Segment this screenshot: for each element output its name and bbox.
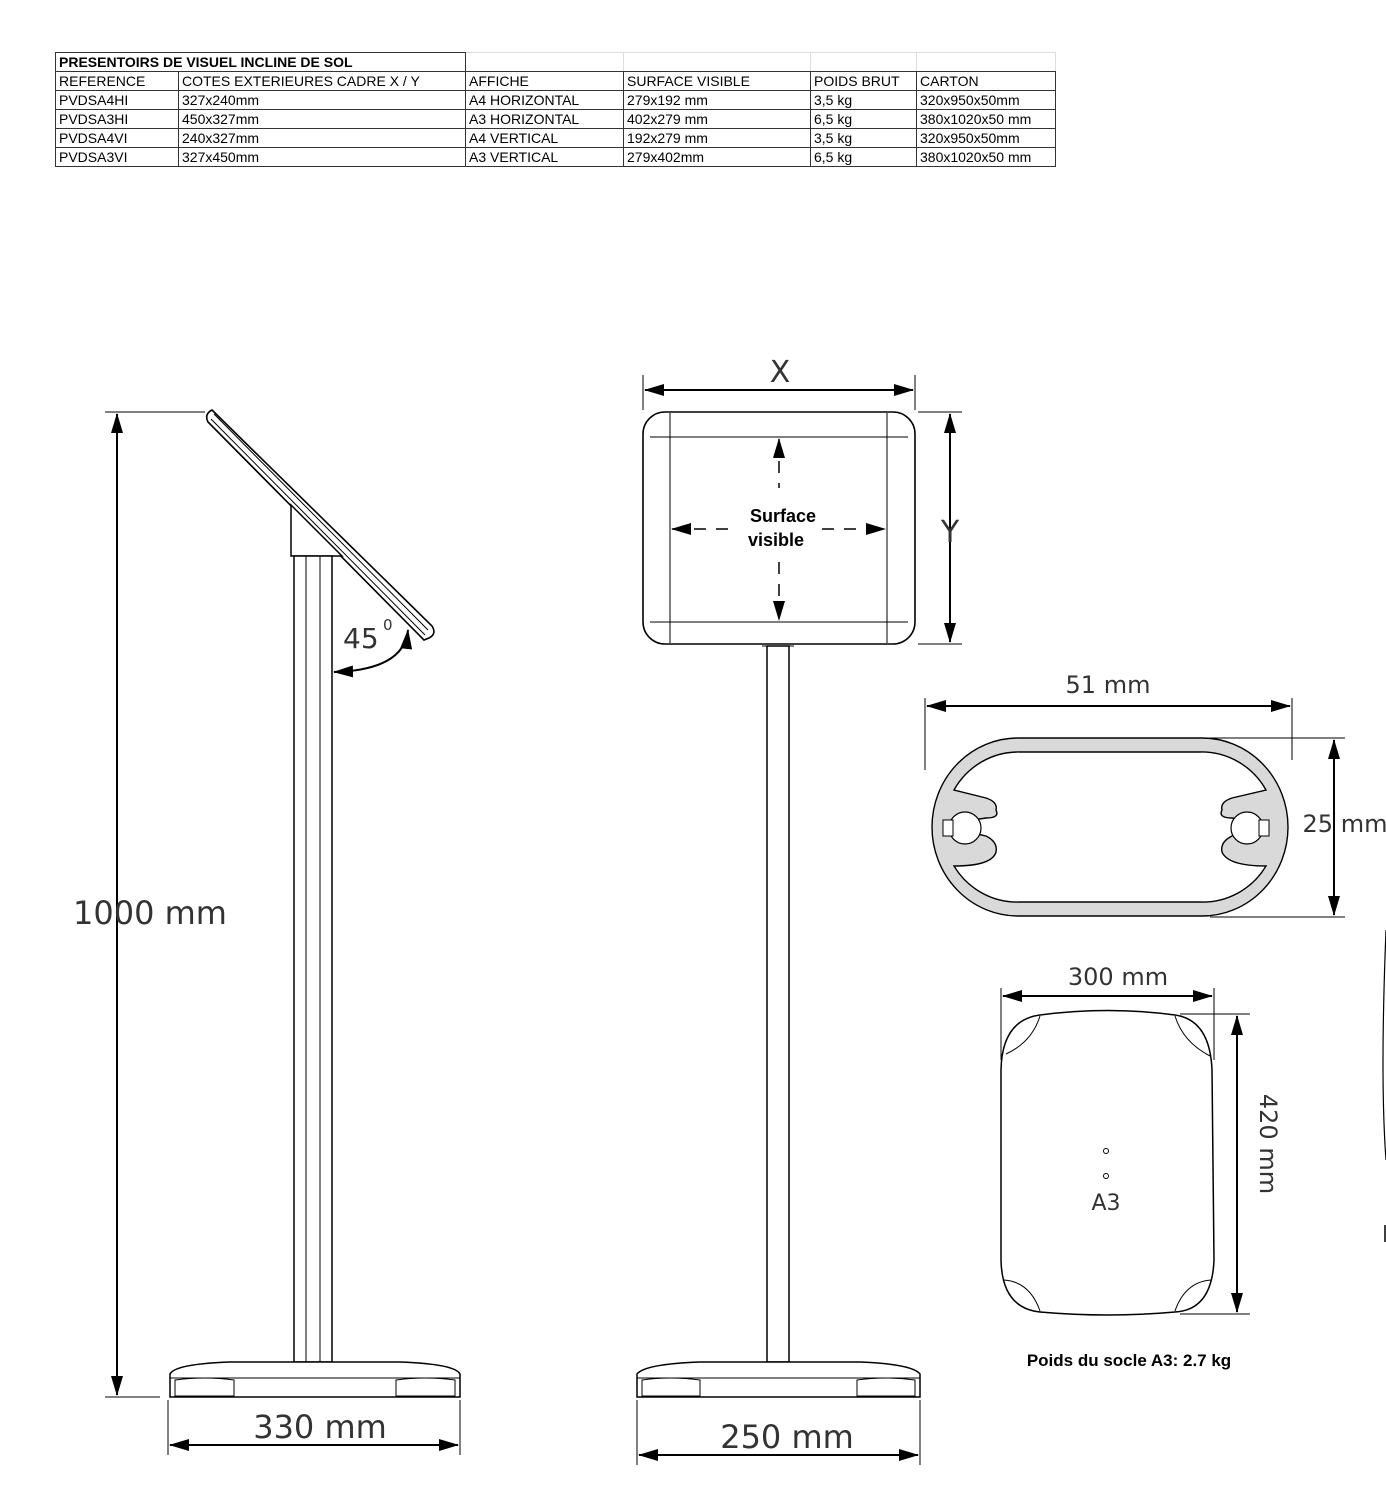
- table-header-row: REFERENCE COTES EXTERIEURES CADRE X / Y …: [55, 71, 1056, 91]
- profile-height-label: 25 mm: [1303, 810, 1386, 838]
- column-header: COTES EXTERIEURES CADRE X / Y: [178, 71, 466, 91]
- x-label: X: [770, 355, 791, 390]
- angle-arc: [333, 629, 413, 678]
- angle-degree: 0: [383, 616, 393, 634]
- front-base-label: 250 mm: [720, 1418, 854, 1456]
- edge-fragment: [1382, 929, 1386, 1161]
- plate-weight-caption: Poids du socle A3: 2.7 kg: [1027, 1351, 1231, 1370]
- plate-outline: [1000, 1009, 1215, 1316]
- surface-visible-label-2: visible: [748, 530, 804, 550]
- profile-inner: [952, 751, 1268, 903]
- base-plate: 300 mm 420 mm A3 Poids du socle A3: 2.7 …: [1000, 963, 1282, 1370]
- table-cell: 380x1020x50 mm: [916, 109, 1056, 129]
- column-header: SURFACE VISIBLE: [623, 71, 811, 91]
- inclined-panel: [205, 409, 435, 641]
- table-cell: PVDSA4HI: [55, 90, 179, 110]
- table-cell: PVDSA3HI: [55, 109, 179, 129]
- table-cell: 327x240mm: [178, 90, 466, 110]
- frame: [642, 411, 916, 645]
- y-label: Y: [940, 515, 960, 550]
- plate-format-label: A3: [1091, 1191, 1120, 1216]
- plate-height-label: 420 mm: [1254, 1094, 1282, 1194]
- table-cell: 279x402mm: [623, 147, 811, 167]
- table-row: PVDSA3VI 327x450mm A3 VERTICAL 279x402mm…: [55, 147, 1056, 167]
- table-cell: PVDSA3VI: [55, 147, 179, 167]
- table-cell: 320x950x50mm: [916, 90, 1056, 110]
- side-column: [293, 555, 333, 1363]
- table-cell: 192x279 mm: [623, 128, 811, 148]
- front-view: X Y Surface visible 250 mm: [636, 355, 962, 1465]
- table-title-row: PRESENTOIRS DE VISUEL INCLINE DE SOL: [55, 52, 1056, 72]
- profile-section: 51 mm 25 mm: [924, 671, 1386, 918]
- spec-table: PRESENTOIRS DE VISUEL INCLINE DE SOL REF…: [55, 52, 1056, 167]
- profile-width-label: 51 mm: [1066, 671, 1151, 699]
- table-cell: 380x1020x50 mm: [916, 147, 1056, 167]
- height-label: 1000 mm: [73, 894, 227, 932]
- plate-width-label: 300 mm: [1068, 963, 1168, 991]
- side-base: [169, 1361, 461, 1398]
- front-column: [766, 645, 790, 1363]
- side-view: 1000 mm 45 0 330 mm: [73, 409, 461, 1455]
- side-base-label: 330 mm: [253, 1408, 387, 1446]
- table-cell: A4 HORIZONTAL: [465, 90, 624, 110]
- column-header: POIDS BRUT: [810, 71, 917, 91]
- surface-visible-label-1: Surface: [750, 506, 816, 526]
- angle-label: 45: [343, 622, 379, 655]
- table-row: PVDSA4VI 240x327mm A4 VERTICAL 192x279 m…: [55, 128, 1056, 148]
- front-base: [636, 1361, 921, 1398]
- table-row: PVDSA4HI 327x240mm A4 HORIZONTAL 279x192…: [55, 90, 1056, 110]
